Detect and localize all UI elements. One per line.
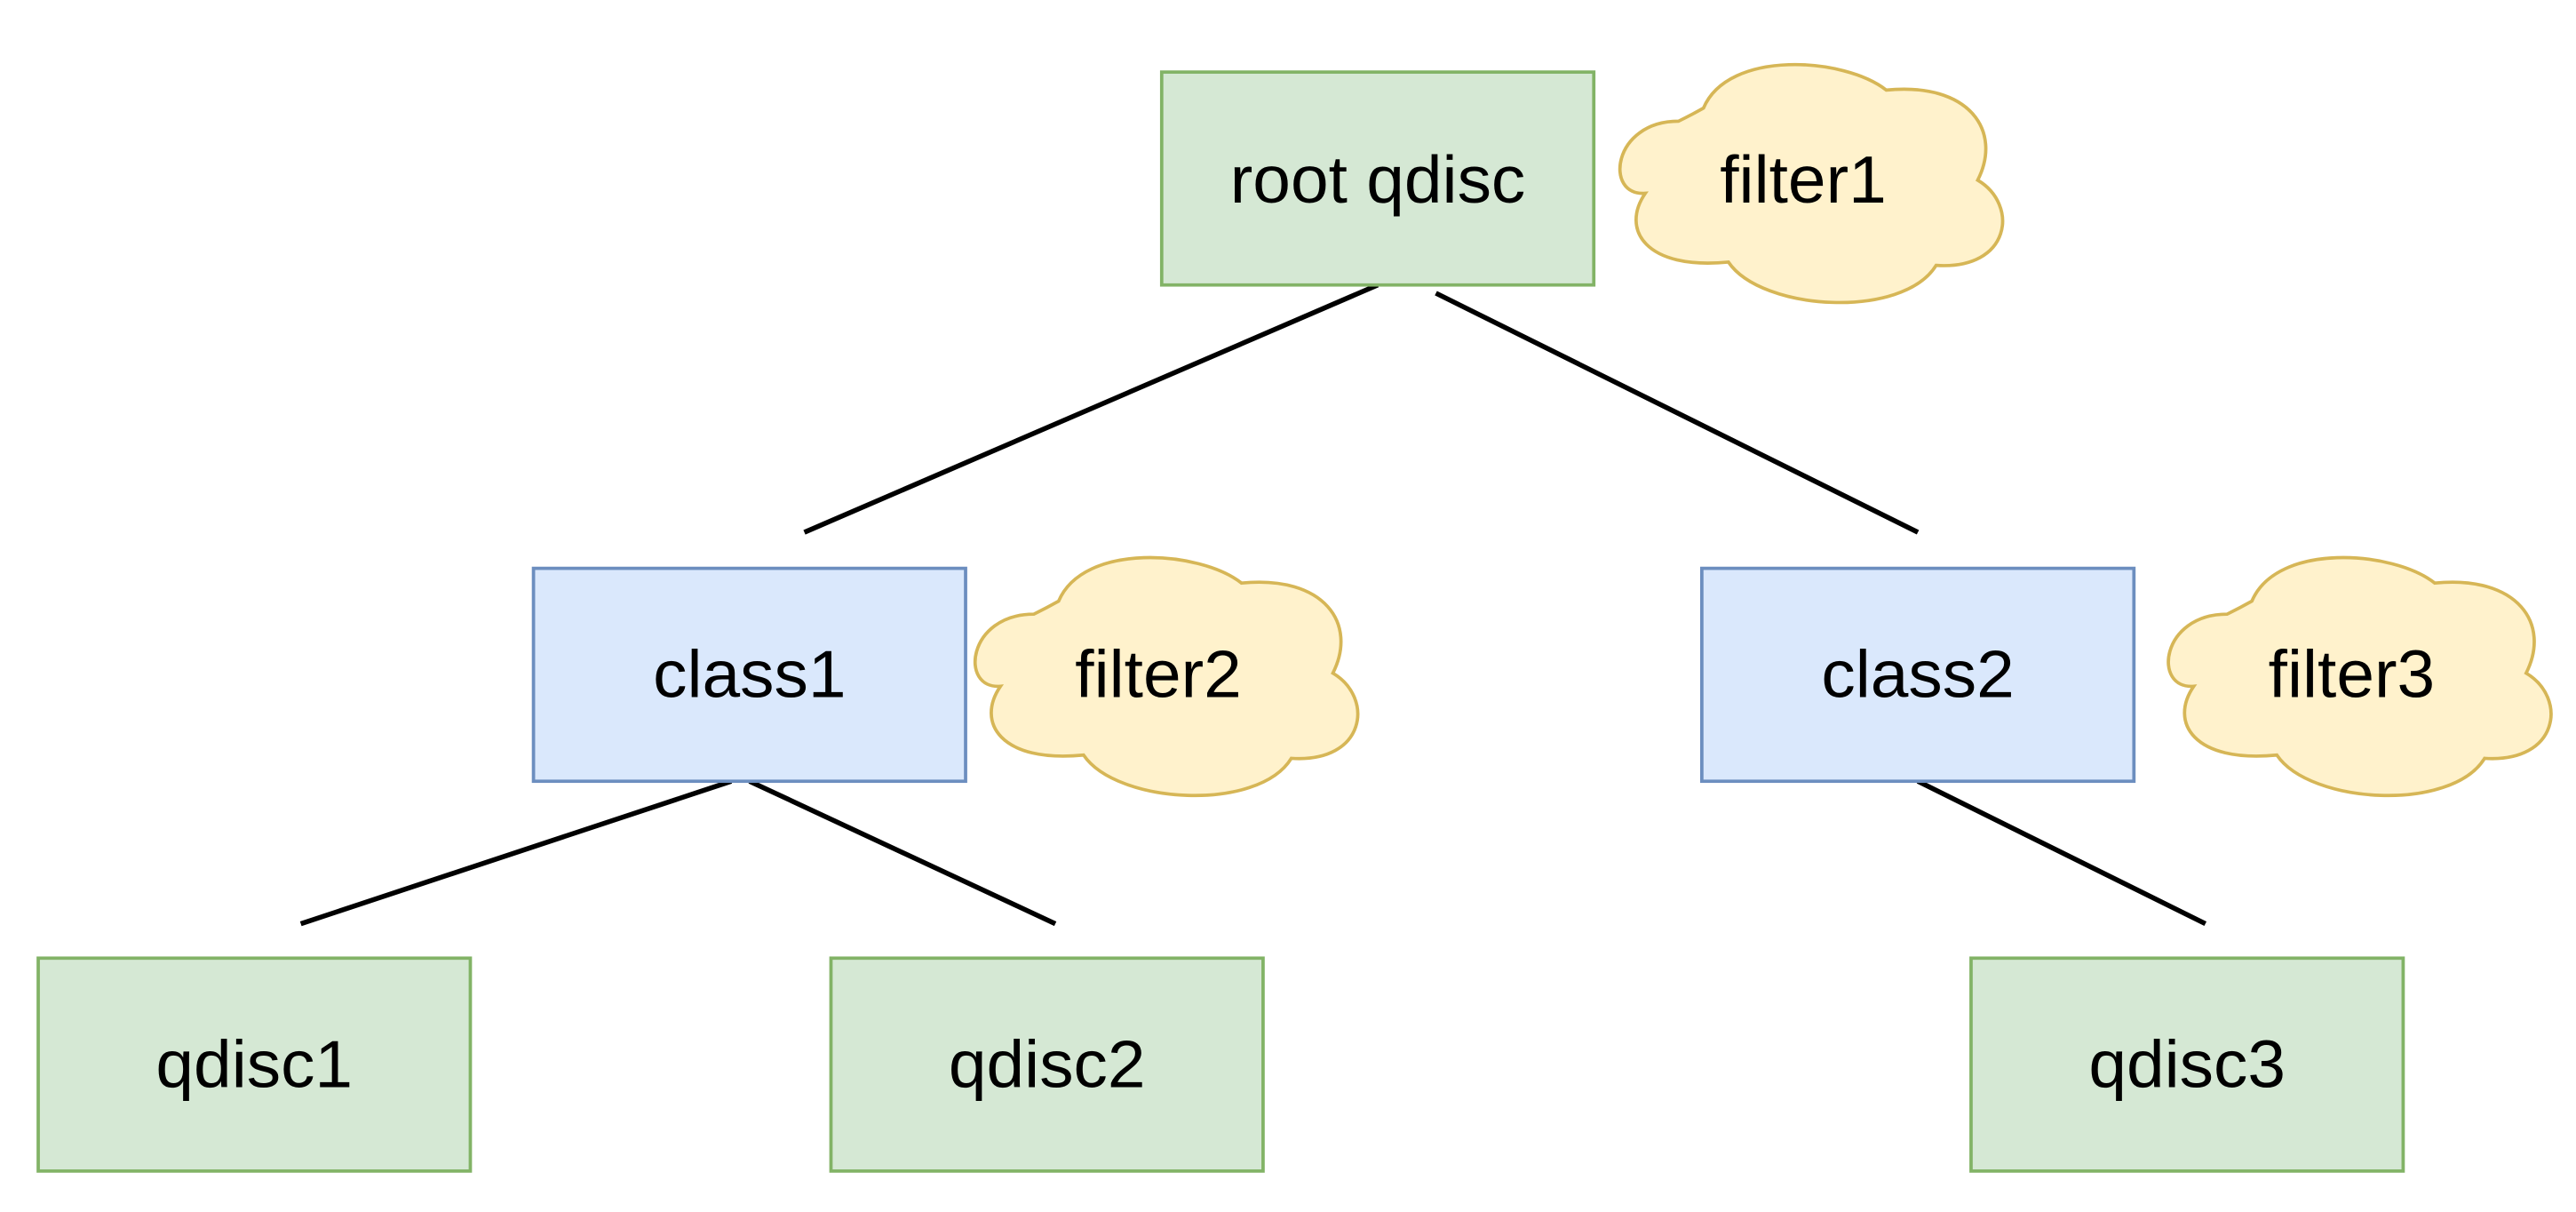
filter3-label: filter3 <box>2269 637 2436 712</box>
edge-root-class1 <box>803 283 1379 535</box>
qdisc1-box <box>36 956 473 1173</box>
qdisc3-box <box>1969 956 2405 1173</box>
class2-box <box>1700 566 2136 784</box>
edges <box>299 283 2207 927</box>
class1-label: class1 <box>653 637 846 712</box>
qdisc1-label: qdisc1 <box>155 1027 353 1102</box>
node-qdisc3[interactable]: qdisc3 <box>1969 956 2405 1173</box>
edge-class2-qdisc3 <box>1916 778 2207 927</box>
edge-root-class2 <box>1435 291 1920 535</box>
qdisc3-label: qdisc3 <box>2088 1027 2286 1102</box>
class1-box <box>531 566 967 784</box>
filter1-label: filter1 <box>1720 143 1887 218</box>
class2-label: class2 <box>1821 637 2014 712</box>
node-qdisc2[interactable]: qdisc2 <box>829 956 1265 1173</box>
filter3-cloud <box>2167 555 2553 797</box>
node-class1[interactable]: class1 <box>531 566 967 784</box>
cloud-filter1[interactable]: filter1 <box>1618 62 2005 305</box>
node-root-qdisc[interactable]: root qdisc <box>1159 70 1596 287</box>
filter2-label: filter2 <box>1075 637 1242 712</box>
root-qdisc-label: root qdisc <box>1230 143 1526 218</box>
edge-class1-qdisc1 <box>299 778 733 927</box>
root-qdisc-box <box>1159 70 1596 287</box>
node-class2[interactable]: class2 <box>1700 566 2136 784</box>
edge-class1-qdisc2 <box>748 778 1057 927</box>
filter1-cloud <box>1618 62 2005 305</box>
cloud-filter3[interactable]: filter3 <box>2167 555 2553 797</box>
filter2-cloud <box>973 555 1360 797</box>
qdisc2-box <box>829 956 1265 1173</box>
qdisc2-label: qdisc2 <box>949 1027 1146 1102</box>
cloud-filter2[interactable]: filter2 <box>973 555 1360 797</box>
node-qdisc1[interactable]: qdisc1 <box>36 956 473 1173</box>
